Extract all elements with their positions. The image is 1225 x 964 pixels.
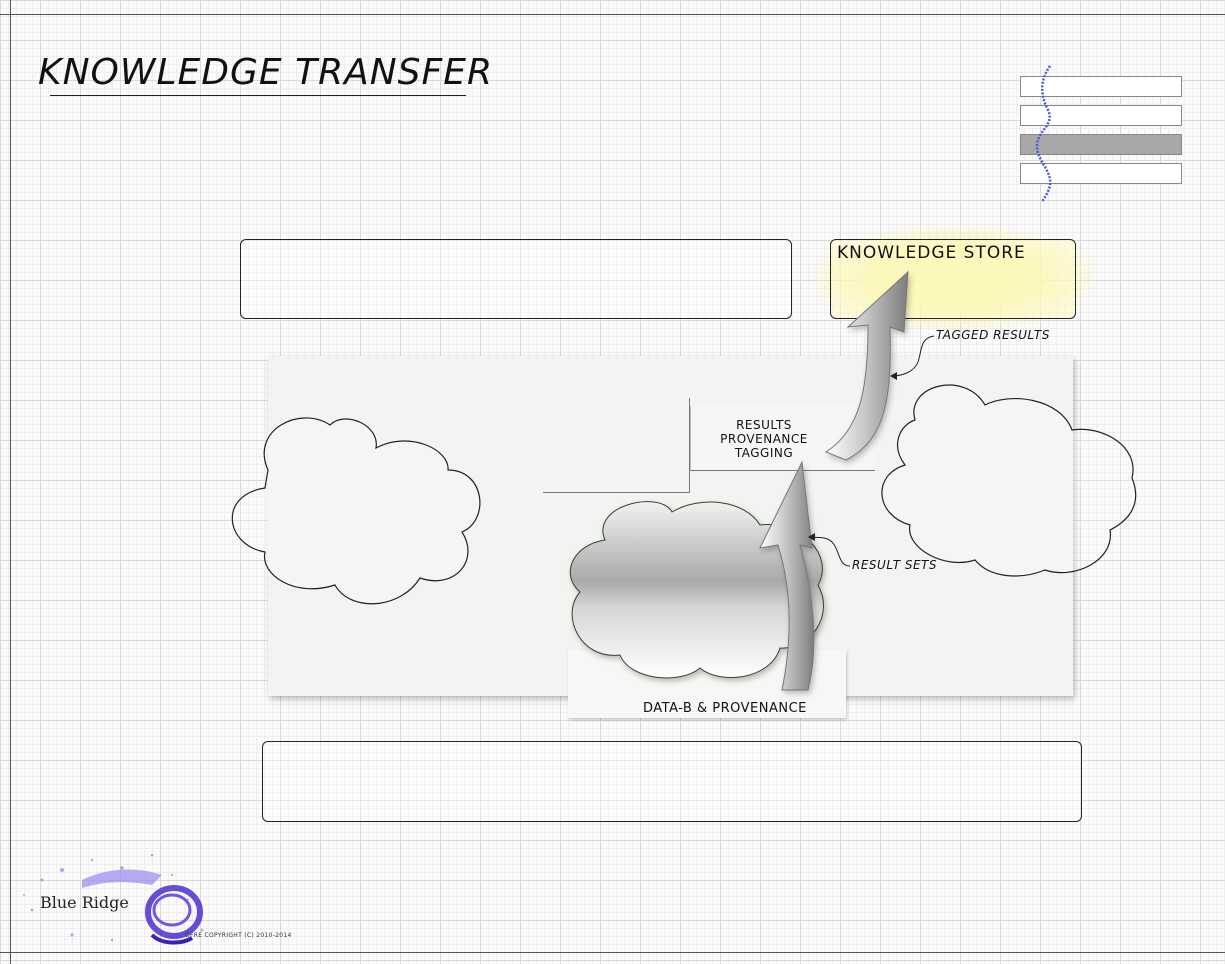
panel-card (543, 398, 690, 493)
arrow-tagged-results (824, 270, 909, 461)
empty-box-bottom (262, 741, 1082, 822)
legend-bar-3 (1020, 134, 1182, 155)
database-cloud (569, 501, 824, 679)
title-underline (50, 95, 466, 96)
source-label: DATA-B & PROVENANCE (643, 701, 807, 716)
frame-line-bottom (0, 952, 1225, 953)
copyright-text: OFRE COPYRIGHT (C) 2010-2014 (185, 932, 292, 939)
empty-box-top (240, 239, 792, 319)
frame-line-top (0, 14, 1225, 15)
process-label: RESULTS PROVENANCE TAGGING (690, 418, 838, 460)
knowledge-store-label: KNOWLEDGE STORE (837, 243, 1026, 263)
page-title: KNOWLEDGE TRANSFER (38, 52, 493, 93)
annotation-tagged-results: TAGGED RESULTS (936, 328, 1050, 342)
annotation-result-sets: RESULT SETS (852, 558, 937, 572)
cloud-left (231, 417, 481, 605)
cloud-right (881, 384, 1137, 577)
arrow-result-sets (759, 460, 815, 691)
leader-tagged-results-head (890, 372, 897, 380)
process-label-line: TAGGING (734, 446, 794, 460)
leader-tagged-results (891, 335, 935, 377)
leader-result-sets (809, 536, 851, 567)
process-label-line: RESULTS (736, 418, 792, 432)
legend-squiggle (1035, 65, 1052, 203)
frame-line-left (10, 0, 11, 964)
leader-result-sets-head (808, 533, 815, 541)
logo-text: Blue Ridge (40, 893, 129, 912)
process-label-line: PROVENANCE (720, 432, 808, 446)
legend-bar-2 (1020, 105, 1182, 126)
blue-ridge-logo (23, 853, 204, 945)
legend-bar-4 (1020, 163, 1182, 184)
legend-bar-1 (1020, 76, 1182, 97)
